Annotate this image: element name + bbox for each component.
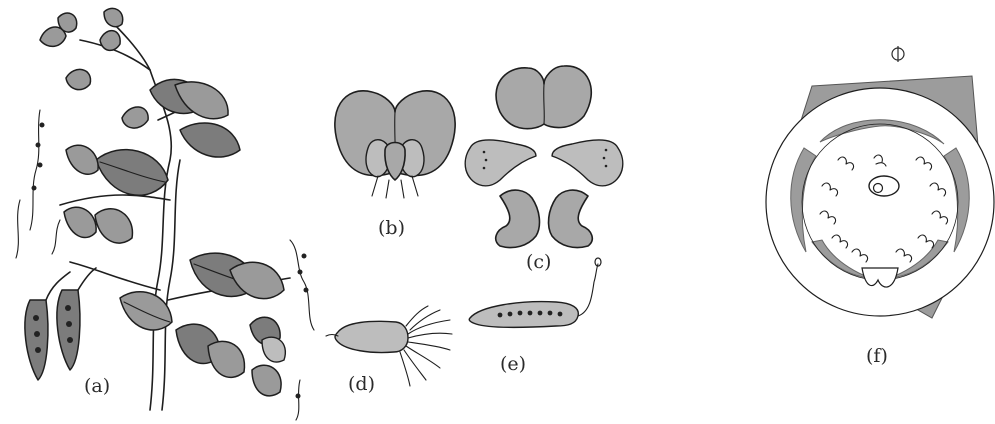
label-f: (f): [866, 345, 888, 367]
floral-diagram: [766, 46, 994, 318]
flowering-twig-illustration: [16, 8, 314, 420]
label-b: (b): [378, 217, 405, 239]
label-e: (e): [500, 353, 526, 375]
label-c: (c): [526, 251, 551, 273]
label-a: (a): [84, 375, 110, 397]
stamens-illustration: [326, 306, 452, 386]
label-d: (d): [348, 373, 375, 395]
flower-front-view: [335, 91, 455, 198]
dissected-petals: [465, 66, 623, 248]
